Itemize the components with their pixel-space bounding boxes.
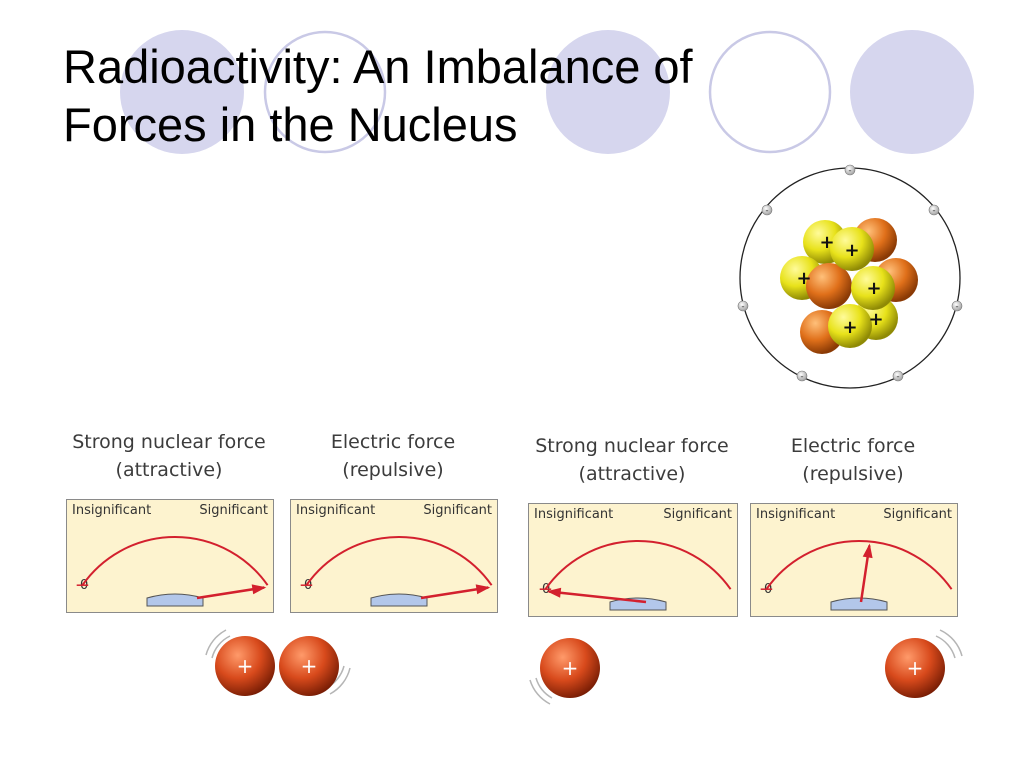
gauge-label-insignificant: Insignificant [72, 503, 152, 518]
gauge-hub [609, 597, 667, 611]
proton-ball: + [215, 636, 275, 696]
gauge-dial [760, 540, 953, 611]
motion-lines [205, 629, 963, 705]
gauge-label-insignificant: Insignificant [534, 507, 614, 522]
proton-ball: + [540, 638, 600, 698]
panel-heading-line-2: (attractive) [578, 463, 686, 485]
deco-circle-filled [120, 30, 244, 154]
electron [951, 300, 963, 312]
panel-heading: Electric force (repulsive) [288, 428, 498, 484]
force-gauge: Insignificant Significant 0 [290, 499, 498, 613]
proton-ball-sign: + [907, 656, 924, 680]
force-gauge: Insignificant Significant 0 [66, 499, 274, 613]
gauge-label-significant: Significant [883, 507, 952, 522]
proton-ball-sign: + [301, 654, 318, 678]
gauge-arc [765, 540, 953, 590]
deco-circle-outline [263, 30, 387, 154]
proton-ball-sign: + [237, 654, 254, 678]
proton-ball-shape [540, 638, 600, 698]
electrons: - - - - - - - [737, 164, 963, 382]
electron [796, 370, 808, 382]
deco-circle-filled [546, 30, 670, 154]
proton-ball-shape [279, 636, 339, 696]
electron-sign: - [932, 206, 935, 216]
proton-pairs: + + + + [205, 629, 963, 705]
proton-sign: + [819, 232, 834, 253]
gauge-arc [544, 540, 732, 590]
electron-sign: - [765, 206, 768, 216]
proton-sign: + [868, 309, 883, 330]
proton-ball: + [885, 638, 945, 698]
panel-heading-line-2: (attractive) [115, 459, 223, 481]
proton [830, 227, 874, 271]
gauge-dial [539, 540, 732, 611]
panel-heading-line-1: Electric force [330, 431, 456, 453]
atom-illustration: + + + + + + - - - - - - - [737, 164, 963, 389]
proton-sign: + [842, 317, 857, 338]
electron [928, 204, 940, 216]
force-panel: Strong nuclear force (attractive) Insign… [64, 428, 274, 618]
proton-ball-shape [885, 638, 945, 698]
gauge-dial [76, 536, 269, 607]
gauge-needle-arrowhead [251, 584, 267, 595]
electron [737, 300, 749, 312]
electron-sign: - [896, 372, 899, 382]
force-gauge: Insignificant Significant 0 [528, 503, 738, 617]
gauge-arc [81, 536, 269, 586]
gauge-arc [305, 536, 493, 586]
proton-sign: + [844, 240, 859, 261]
force-panel: Electric force (repulsive) Insignificant… [748, 432, 958, 622]
proton-ball-shape [215, 636, 275, 696]
electron [844, 164, 856, 176]
panel-heading-line-1: Electric force [790, 435, 916, 457]
gauge-label-significant: Significant [423, 503, 492, 518]
deco-circle-filled [850, 30, 974, 154]
gauge-label-insignificant: Insignificant [756, 507, 836, 522]
gauge-needle [548, 590, 647, 604]
gauge-label-significant: Significant [199, 503, 268, 518]
electron-sign: - [741, 302, 744, 312]
gauge-needle-arrowhead [546, 587, 562, 598]
neutron [806, 263, 852, 309]
proton-sign: + [796, 268, 811, 289]
deco-circle-outline [708, 30, 832, 154]
electron [761, 204, 773, 216]
slide-title-line-1: Radioactivity: An Imbalance of [63, 40, 693, 93]
slide-title: Radioactivity: An Imbalance of Forces in… [63, 38, 693, 154]
gauge-hub [370, 593, 428, 607]
nucleus: + + + + + + [780, 218, 918, 354]
panel-heading: Strong nuclear force (attractive) [526, 432, 738, 488]
gauge-hub [830, 597, 888, 611]
gauge-hub [146, 593, 204, 607]
force-panel: Strong nuclear force (attractive) Insign… [526, 432, 738, 622]
gauge-label-significant: Significant [663, 507, 732, 522]
proton [828, 304, 872, 348]
gauge-needle-arrowhead [862, 543, 873, 559]
panel-heading-line-1: Strong nuclear force [72, 431, 266, 453]
slide-title-line-2: Forces in the Nucleus [63, 98, 518, 151]
electron-sign: - [955, 302, 958, 312]
force-panel: Electric force (repulsive) Insignificant… [288, 428, 498, 618]
gauge-dial [300, 536, 493, 607]
electron-sign: - [800, 372, 803, 382]
panel-heading-line-1: Strong nuclear force [535, 435, 729, 457]
proton-ball-sign: + [562, 656, 579, 680]
proton-ball: + [279, 636, 339, 696]
force-gauge: Insignificant Significant 0 [750, 503, 958, 617]
decorative-circles [120, 30, 974, 154]
panel-heading: Electric force (repulsive) [748, 432, 958, 488]
proton [851, 266, 895, 310]
electron [892, 370, 904, 382]
electron-sign: - [848, 166, 851, 176]
panel-heading: Strong nuclear force (attractive) [64, 428, 274, 484]
panel-heading-line-2: (repulsive) [342, 459, 444, 481]
gauge-label-insignificant: Insignificant [296, 503, 376, 518]
gauge-needle-arrowhead [475, 584, 491, 595]
panel-heading-line-2: (repulsive) [802, 463, 904, 485]
proton-sign: + [866, 278, 881, 299]
